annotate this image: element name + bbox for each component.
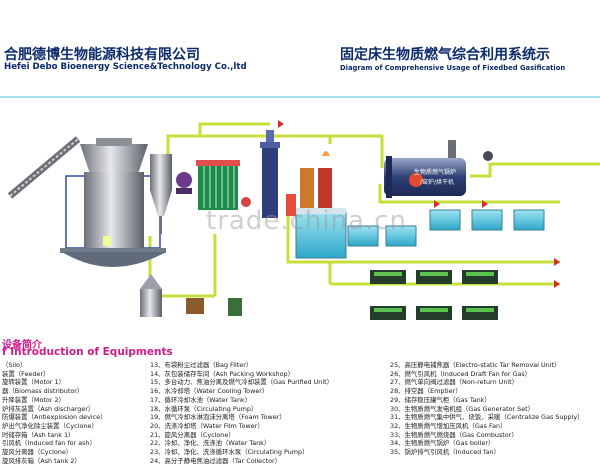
equipment-item: 装置（Feeder） xyxy=(2,369,50,378)
water-cooling-tower xyxy=(260,130,280,218)
gas-boiler: 生物质燃气锅炉 /窑炉/烘干机 xyxy=(384,156,466,198)
equipment-item: 15、多台动力、焦油分离及燃气冷却装置（Gas Purified Unit） xyxy=(150,378,334,387)
watermark: trade.china.cn xyxy=(206,206,408,236)
equipment-item: 炉出气净化除尘装置（Cyclone） xyxy=(2,421,98,430)
boiler-label-2: /窑炉/烘干机 xyxy=(420,178,454,186)
equipment-list-col2: 13、布袋粉尘过滤器（Bag Filter）14、灰包装储存车间（Ash Pac… xyxy=(150,361,333,465)
equipment-item: 18、水循环泵（Circulating Pump） xyxy=(150,404,258,413)
equipment-item: 17、循环冷却水池（Water Tank） xyxy=(150,395,252,404)
equipment-item: 22、冷却、净化、洗涤池（Water Tank） xyxy=(150,439,271,448)
equipment-item: 14、灰包装储存车间（Ash Packing Workshop） xyxy=(150,369,294,378)
diagram-title-en: Diagram of Comprehensive Usage of Fixedb… xyxy=(340,64,566,72)
equipment-item: （Silo） xyxy=(2,361,27,369)
equipment-item: 升降装置（Motor 2） xyxy=(2,395,65,404)
equipment-item: 30、生物质燃气发电机组（Gas Generator Set） xyxy=(390,404,535,413)
section-title-en: f Introduction of Equipments xyxy=(2,346,173,358)
equipment-item: 21、旋风分离器（Cyclone） xyxy=(150,430,235,439)
equipment-item: 26、燃气引风机（Induced Draft Fan for Gas） xyxy=(390,369,532,378)
equipment-item: 防爆装置（Antiexplosion device） xyxy=(2,413,107,422)
equipment-item: 25、高压静电捕焦器（Electro-static Tar Removal Un… xyxy=(390,361,561,369)
gas-purified-unit xyxy=(196,160,251,210)
circulating-pump xyxy=(176,172,192,188)
equipment-item: 旋风排灰箱（Ash tank 2） xyxy=(2,456,81,465)
equipment-item: 28、排空器（Emptier） xyxy=(390,387,462,396)
cyclone-separator xyxy=(150,154,172,234)
flow-arrows xyxy=(278,120,560,288)
equipment-item: 旋风分离器（Cyclone） xyxy=(2,448,73,457)
equipment-item: 时储存箱（Ash tank 1） xyxy=(2,430,75,439)
equipment-item: 27、燃气单向阀过滤器（Non-return Unit） xyxy=(390,378,519,387)
equipment-item: 35、锅炉排气引风机（Induced fan） xyxy=(390,448,500,457)
equipment-item: 旋转装置（Motor 1） xyxy=(2,378,65,387)
bag-filter xyxy=(140,274,242,317)
equipment-item: 20、洗涤冷却塔（Water Film Tower） xyxy=(150,421,264,430)
circulating-water-tank xyxy=(295,208,347,259)
equipment-item: 16、水冷却塔（Water Cooling Tower） xyxy=(150,387,269,396)
equipment-item: 23、冷却、净化、洗涤循环水泵（Circulating Pump） xyxy=(150,448,309,457)
equipment-item: 29、储存稳压罐气柜（Gas Tank） xyxy=(390,395,491,404)
section-title-cn: 设备简介 xyxy=(2,340,42,351)
gas-generator-sets xyxy=(370,270,498,320)
gas-tank-row xyxy=(347,209,545,247)
equipment-item: 炉排灰装置（Ash discharger） xyxy=(2,404,95,413)
boiler-label-1: 生物质燃气锅炉 xyxy=(414,168,456,176)
biomass-conveyor xyxy=(7,136,81,199)
water-film-tower xyxy=(286,151,332,216)
equipment-item: 引风机（Induced fan for ash） xyxy=(2,439,96,448)
equipment-list-col3: 25、高压静电捕焦器（Electro-static Tar Removal Un… xyxy=(390,361,584,457)
equipment-item: 31、生物质燃气集中供气、烧饭、采暖（Centralize Gas Supply… xyxy=(390,413,584,422)
company-name-cn: 合肥德博生物能源科技有限公司 xyxy=(4,47,200,63)
company-name-en: Hefei Debo Bioenergy Science&Technology … xyxy=(4,62,247,72)
gasification-system-diagram: 生物质燃气锅炉 /窑炉/烘干机 xyxy=(0,96,600,320)
equipment-item: 32、生物质燃气增加压风机（Gas Fan） xyxy=(390,421,507,430)
equipment-item: 13、布袋粉尘过滤器（Bag Filter） xyxy=(150,361,253,369)
equipment-list-col1: （Silo）装置（Feeder）旋转装置（Motor 1）器（Biomass d… xyxy=(2,361,106,465)
boiler-stack xyxy=(448,140,493,161)
equipment-item: 33、生物质燃气燃烧器（Gas Combustor） xyxy=(390,430,518,439)
equipment-item: 34、生物质燃气锅炉（Gas boiler） xyxy=(390,439,495,448)
equipment-item: 器（Biomass distributor） xyxy=(2,387,84,396)
equipment-item: 24、高分子静电焦油过滤器（Tar Collector） xyxy=(150,456,282,465)
equipment-item: 19、燃气冷却水淋泡沫分离塔（Foam Tower） xyxy=(150,413,286,422)
diagram-title-cn: 固定床生物质燃气综合利用系统示 xyxy=(340,47,550,63)
